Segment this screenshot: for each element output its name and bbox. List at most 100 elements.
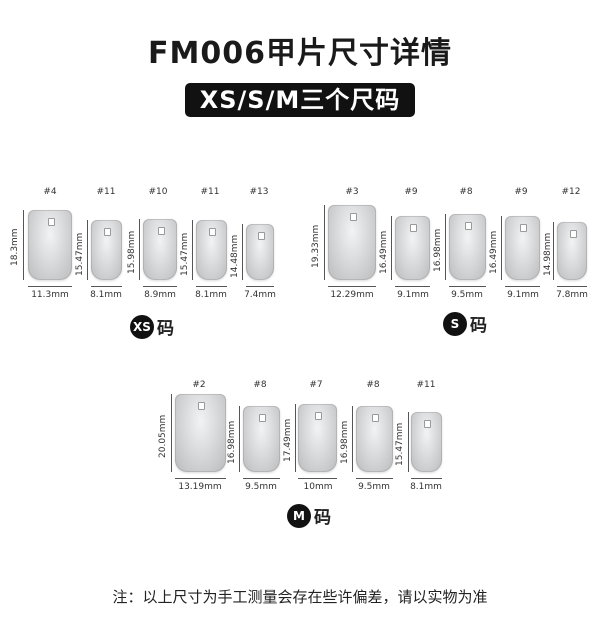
nail-tip bbox=[175, 394, 226, 472]
nail-number: #9 bbox=[404, 187, 418, 197]
nail-number: #11 bbox=[200, 187, 220, 197]
height-guide bbox=[408, 412, 409, 472]
nail-tip bbox=[298, 404, 337, 472]
nail-number: #12 bbox=[561, 187, 581, 197]
size-tag-s: S 码 bbox=[443, 311, 487, 336]
width-guide bbox=[328, 286, 376, 287]
width-guide bbox=[91, 286, 122, 287]
nail-width-label: 8.1mm bbox=[195, 290, 227, 300]
height-guide bbox=[87, 220, 88, 280]
nail-height-label: 14.48mm bbox=[230, 234, 240, 278]
size-circle: XS bbox=[130, 314, 154, 339]
hole-icon bbox=[569, 230, 577, 238]
height-guide bbox=[553, 222, 554, 280]
width-guide bbox=[246, 286, 274, 287]
nail-tip bbox=[356, 406, 393, 472]
size-suffix: 码 bbox=[470, 316, 487, 336]
width-guide bbox=[395, 286, 430, 287]
nail-number: #9 bbox=[514, 187, 528, 197]
hole-icon bbox=[315, 412, 322, 420]
hole-icon bbox=[410, 224, 417, 232]
nail-number: #3 bbox=[345, 187, 359, 197]
nail-width-label: 7.8mm bbox=[556, 290, 588, 300]
height-guide bbox=[139, 219, 140, 280]
height-guide bbox=[239, 406, 240, 472]
nail-height-label: 15.47mm bbox=[395, 422, 405, 466]
size-circle: M bbox=[287, 503, 311, 528]
hole-icon bbox=[257, 232, 265, 240]
size-tag-xs: XS 码 bbox=[130, 314, 174, 339]
height-guide bbox=[391, 216, 392, 280]
hole-icon bbox=[104, 228, 111, 236]
nail-width-label: 8.1mm bbox=[410, 482, 442, 492]
height-guide bbox=[23, 210, 24, 280]
height-guide bbox=[352, 406, 353, 472]
nail-height-label: 16.98mm bbox=[433, 228, 443, 272]
hole-icon bbox=[157, 227, 165, 235]
nail-height-label: 15.47mm bbox=[75, 232, 85, 276]
width-guide bbox=[175, 478, 226, 479]
nail-tip bbox=[243, 406, 280, 472]
nail-number: #13 bbox=[249, 187, 269, 197]
hole-icon bbox=[372, 414, 379, 422]
hole-icon bbox=[209, 228, 216, 236]
nail-height-label: 15.98mm bbox=[127, 230, 137, 274]
size-suffix: 码 bbox=[157, 319, 174, 339]
width-guide bbox=[243, 478, 280, 479]
nail-tip bbox=[505, 216, 540, 280]
size-suffix: 码 bbox=[314, 508, 331, 528]
size-tag-m: M 码 bbox=[287, 503, 331, 528]
nail-tip bbox=[328, 205, 376, 280]
nail-height-label: 16.98mm bbox=[227, 420, 237, 464]
nail-number: #4 bbox=[43, 187, 57, 197]
nail-width-label: 12.29mm bbox=[330, 290, 374, 300]
hole-icon bbox=[424, 420, 431, 428]
nail-tip bbox=[411, 412, 442, 472]
nail-width-label: 8.1mm bbox=[90, 290, 122, 300]
height-guide bbox=[242, 224, 243, 280]
nail-width-label: 7.4mm bbox=[244, 290, 276, 300]
nail-tip bbox=[196, 220, 227, 280]
nail-number: #2 bbox=[192, 380, 206, 390]
nail-width-label: 8.9mm bbox=[144, 290, 176, 300]
nail-height-label: 15.47mm bbox=[180, 232, 190, 276]
nail-number: #7 bbox=[309, 380, 323, 390]
size-circle: S bbox=[443, 311, 467, 336]
hole-icon bbox=[47, 218, 55, 226]
height-guide bbox=[295, 404, 296, 472]
nail-height-label: 19.33mm bbox=[311, 224, 321, 268]
nail-number: #8 bbox=[459, 187, 473, 197]
height-guide bbox=[324, 205, 325, 280]
nail-height-label: 16.49mm bbox=[489, 230, 499, 274]
height-guide bbox=[445, 214, 446, 280]
nail-tip bbox=[395, 216, 430, 280]
nail-tip bbox=[143, 219, 177, 280]
nail-height-label: 17.49mm bbox=[283, 418, 293, 462]
width-guide bbox=[196, 286, 227, 287]
width-guide bbox=[505, 286, 540, 287]
nail-width-label: 13.19mm bbox=[178, 482, 222, 492]
nail-width-label: 9.1mm bbox=[397, 290, 429, 300]
width-guide bbox=[28, 286, 72, 287]
nail-tip bbox=[449, 214, 486, 280]
hole-icon bbox=[349, 213, 357, 221]
hole-icon bbox=[465, 222, 472, 230]
nail-height-label: 20.05mm bbox=[158, 414, 168, 458]
width-guide bbox=[143, 286, 177, 287]
width-guide bbox=[557, 286, 587, 287]
nail-height-label: 18.3mm bbox=[10, 228, 20, 266]
hole-icon bbox=[520, 224, 527, 232]
hole-icon bbox=[259, 414, 266, 422]
nail-tip bbox=[28, 210, 72, 280]
nail-width-label: 9.5mm bbox=[245, 482, 277, 492]
nail-width-label: 9.5mm bbox=[358, 482, 390, 492]
nail-number: #8 bbox=[253, 380, 267, 390]
nail-width-label: 9.5mm bbox=[451, 290, 483, 300]
nail-width-label: 10mm bbox=[303, 482, 333, 492]
width-guide bbox=[411, 478, 442, 479]
nail-tip bbox=[91, 220, 122, 280]
hole-icon bbox=[198, 402, 205, 410]
nail-tip bbox=[246, 224, 274, 280]
measurement-disclaimer: 注：以上尺寸为手工测量会存在些许偏差，请以实物为准 bbox=[112, 588, 488, 606]
nail-height-label: 16.49mm bbox=[379, 230, 389, 274]
